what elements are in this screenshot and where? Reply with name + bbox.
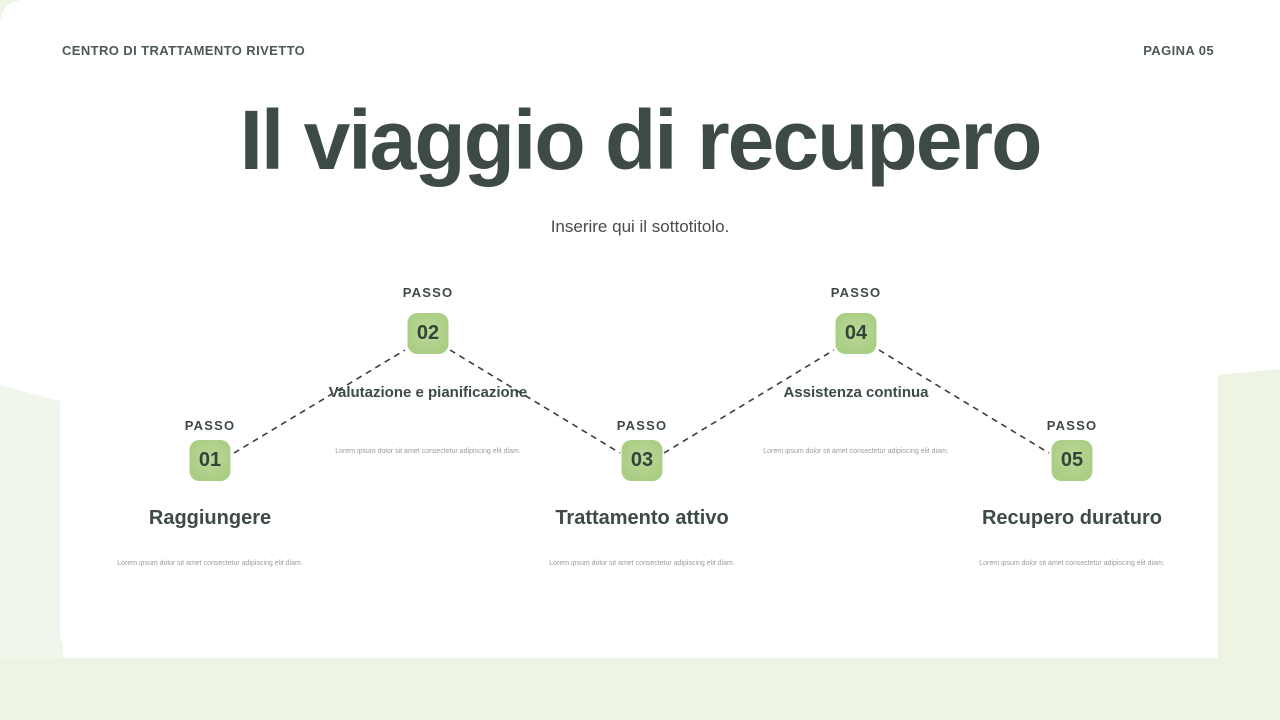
step-item-4: PASSO 04 Assistenza continua Lorem ipsum… <box>736 0 976 720</box>
step-item-5: PASSO 05 Recupero duraturo Lorem ipsum d… <box>952 0 1192 720</box>
step-description: Lorem ipsum dolor sit amet consectetur a… <box>549 560 735 567</box>
header-brand: CENTRO DI TRATTAMENTO RIVETTO <box>62 43 306 58</box>
step-description: Lorem ipsum dolor sit amet consectetur a… <box>763 448 949 455</box>
slide-title: Il viaggio di recupero <box>239 93 1043 187</box>
step-name: Valutazione e pianificazione <box>328 384 528 401</box>
connector-3-4 <box>663 349 835 454</box>
background-corner-shape <box>0 0 18 18</box>
step-name: Trattamento attivo <box>555 507 729 529</box>
connector-4-5 <box>878 349 1050 454</box>
slide-subtitle: Inserire qui il sottotitolo. <box>550 217 730 236</box>
step-item-2: PASSO 02 Valutazione e pianificazione Lo… <box>308 0 548 720</box>
step-number-badge: 03 <box>621 440 663 481</box>
content-card <box>60 0 1218 658</box>
background-bottom-band <box>0 658 1280 720</box>
step-item-3: PASSO 03 Trattamento attivo Lorem ipsum … <box>522 0 762 720</box>
step-name: Raggiungere <box>148 507 272 529</box>
step-number-badge: 05 <box>1051 440 1093 481</box>
step-label: PASSO <box>616 418 668 433</box>
connector-1-2 <box>233 349 406 454</box>
step-number-badge: 01 <box>189 440 231 481</box>
step-number-badge: 02 <box>407 313 449 354</box>
step-name: Assistenza continua <box>783 384 929 401</box>
step-description: Lorem ipsum dolor sit amet consectetur a… <box>335 448 521 455</box>
step-description: Lorem ipsum dolor sit amet consectetur a… <box>117 560 303 567</box>
step-label: PASSO <box>830 285 882 300</box>
connector-2-3 <box>449 349 621 454</box>
slide-header: CENTRO DI TRATTAMENTO RIVETTO PAGINA 05 <box>62 43 1214 58</box>
step-description: Lorem ipsum dolor sit amet consectetur a… <box>979 560 1165 567</box>
page-number: PAGINA 05 <box>1143 43 1214 58</box>
step-item-1: PASSO 01 Raggiungere Lorem ipsum dolor s… <box>90 0 330 720</box>
step-number-badge: 04 <box>835 313 877 354</box>
step-label: PASSO <box>402 285 454 300</box>
step-name: Recupero duraturo <box>981 507 1163 529</box>
step-label: PASSO <box>1046 418 1098 433</box>
step-label: PASSO <box>184 418 236 433</box>
